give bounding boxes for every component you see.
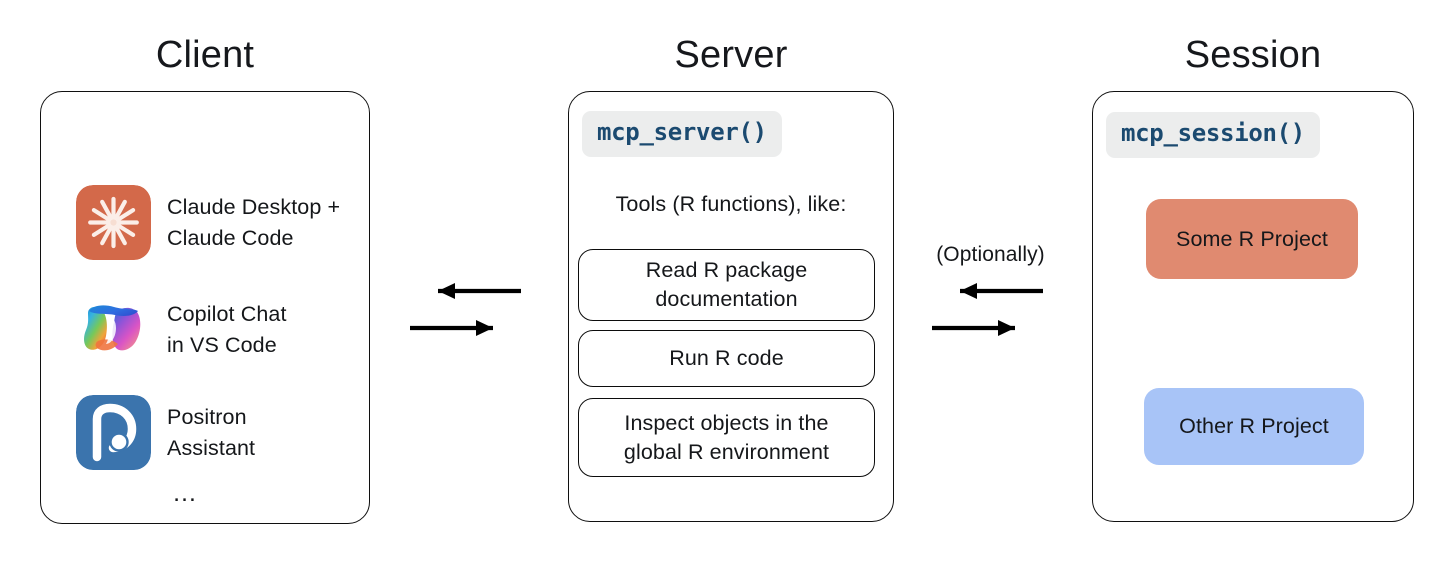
server-tool-box[interactable]: Read R package documentation [578,249,875,321]
copilot-logo-icon [76,292,151,367]
client-app-positron: Positron Assistant [76,395,255,470]
server-session-arrows [932,283,1043,336]
claude-logo-icon [76,185,151,260]
client-more-ellipsis: … [172,479,198,507]
session-project-box[interactable]: Some R Project [1146,199,1358,279]
optionally-label: (Optionally) [936,243,1045,266]
client-app-label-claude: Claude Desktop + Claude Code [167,194,341,250]
server-tool-box[interactable]: Run R code [578,330,875,387]
server-tool-box[interactable]: Inspect objects in the global R environm… [578,398,875,477]
mcp-server-code-chip: mcp_server() [582,111,782,157]
client-app-label-copilot: Copilot Chat in VS Code [167,301,287,357]
client-server-arrows [410,283,521,336]
server-tools-caption: Tools (R functions), like: [615,192,847,216]
session-project-box[interactable]: Other R Project [1144,388,1364,465]
column-title-client: Client [155,34,255,76]
positron-logo-icon [76,395,151,470]
column-title-server: Server [674,34,788,76]
client-app-claude: Claude Desktop + Claude Code [76,185,340,260]
mcp-session-code-chip: mcp_session() [1106,112,1320,158]
client-app-label-positron: Positron Assistant [167,404,256,460]
client-app-copilot: Copilot Chat in VS Code [76,292,287,367]
column-title-session: Session [1184,34,1322,76]
